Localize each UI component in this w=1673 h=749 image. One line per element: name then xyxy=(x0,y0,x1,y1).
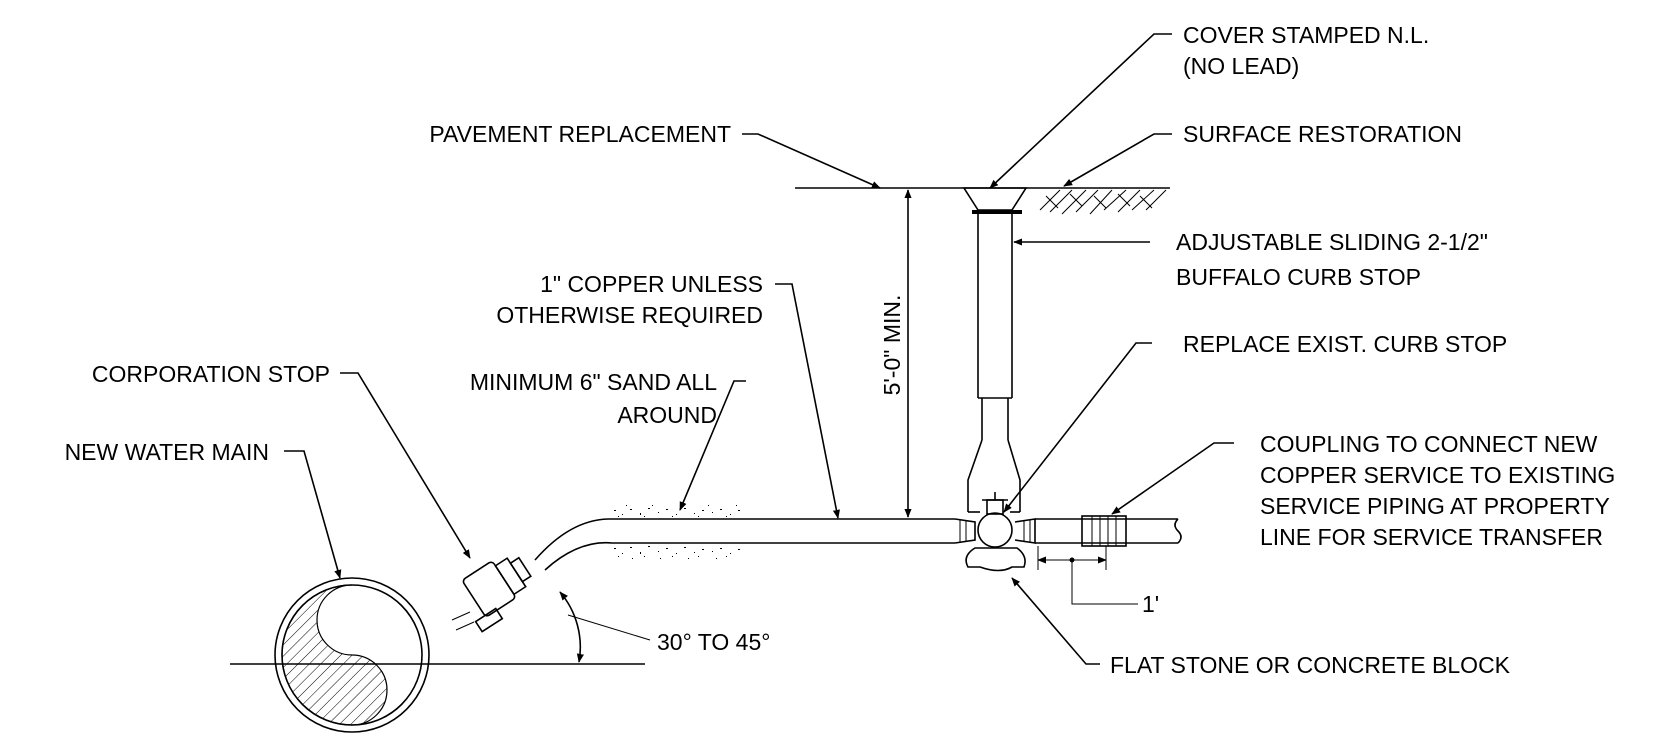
label-pavement-replacement: PAVEMENT REPLACEMENT xyxy=(429,121,731,147)
label-depth-dimension: 5'-0" MIN. xyxy=(879,295,905,396)
label-replace-curb-stop: REPLACE EXIST. CURB STOP xyxy=(1183,331,1507,357)
leader-lines xyxy=(284,33,1234,665)
surface-restoration-hatch xyxy=(1039,189,1167,215)
curb-box xyxy=(962,187,1028,513)
label-new-water-main: NEW WATER MAIN xyxy=(65,439,269,465)
sand-bedding xyxy=(614,505,740,559)
label-coupling-line2: COPPER SERVICE TO EXISTING xyxy=(1260,462,1615,488)
water-main xyxy=(230,577,645,733)
water-main-outer-wall xyxy=(274,577,430,733)
curb-stop-valve xyxy=(954,492,1036,548)
existing-service-pipe xyxy=(1035,515,1182,547)
label-cover-line2: (NO LEAD) xyxy=(1183,53,1299,79)
label-angle: 30° TO 45° xyxy=(657,629,770,655)
label-cover-line1: COVER STAMPED N.L. xyxy=(1183,22,1429,48)
label-coupling-line3: SERVICE PIPING AT PROPERTY xyxy=(1260,493,1610,519)
label-sand-line2: AROUND xyxy=(617,402,717,428)
one-foot-dimension xyxy=(1037,546,1138,605)
label-copper-line2: OTHERWISE REQUIRED xyxy=(496,302,763,328)
curb-box-cover xyxy=(962,187,1028,211)
label-buffalo-line1: ADJUSTABLE SLIDING 2-1/2" xyxy=(1176,229,1488,255)
label-coupling-line4: LINE FOR SERVICE TRANSFER xyxy=(1260,524,1603,550)
flat-stone xyxy=(965,547,1026,572)
label-one-foot: 1' xyxy=(1142,591,1159,617)
label-buffalo-line2: BUFFALO CURB STOP xyxy=(1176,264,1421,290)
label-flat-stone: FLAT STONE OR CONCRETE BLOCK xyxy=(1110,652,1511,678)
label-copper-line1: 1" COPPER UNLESS xyxy=(540,271,763,297)
label-surface-restoration: SURFACE RESTORATION xyxy=(1183,121,1462,147)
water-main-hatched-fill xyxy=(281,584,388,726)
copper-service-pipe xyxy=(534,518,955,571)
label-sand-line1: MINIMUM 6" SAND ALL xyxy=(470,369,717,395)
label-corporation-stop: CORPORATION STOP xyxy=(92,361,330,387)
angle-dimension xyxy=(559,591,651,663)
corporation-stop-fitting xyxy=(462,556,532,633)
coupling xyxy=(1081,515,1127,547)
label-coupling-line1: COUPLING TO CONNECT NEW xyxy=(1260,431,1598,457)
